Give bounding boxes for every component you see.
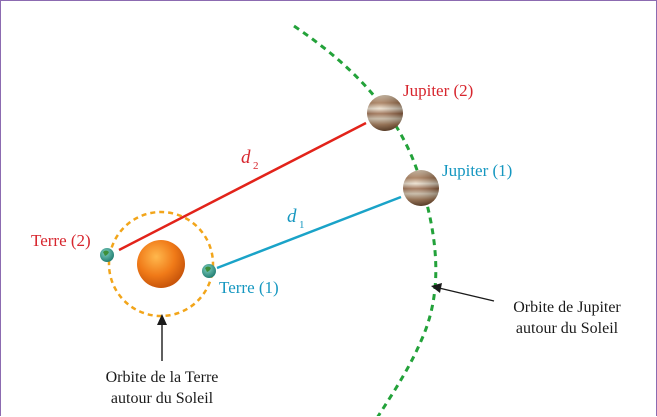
jupiter-2-label: Jupiter (2) (403, 81, 473, 100)
jupiter-orbit-arrow (431, 283, 495, 302)
terre-1-label: Terre (1) (219, 278, 279, 297)
d1-label: d 1 (287, 206, 305, 231)
d1-label-main: d (287, 206, 297, 227)
distance-d1-line (216, 195, 402, 270)
earth-orbit (107, 210, 215, 318)
jupiter-orbit-caption-line2: autour du Soleil (516, 320, 619, 337)
d2-label-sub: 2 (253, 160, 259, 172)
d1-label-sub: 1 (299, 219, 305, 231)
sun (137, 240, 185, 288)
d2-label-main: d (241, 147, 251, 168)
earth-orbit-caption-line2: autour du Soleil (111, 390, 214, 407)
jupiter-position-1 (403, 170, 439, 206)
jupiter-1-label: Jupiter (1) (442, 161, 512, 180)
earth-position-1 (202, 264, 216, 278)
terre-2-label: Terre (2) (31, 231, 91, 250)
d2-label: d 2 (241, 147, 259, 172)
jupiter-position-2 (367, 95, 403, 131)
earth-position-2 (100, 248, 114, 262)
earth-orbit-caption-line1: Orbite de la Terre (106, 369, 219, 386)
jupiter-orbit (293, 24, 438, 416)
distance-d2-line (118, 121, 367, 252)
jupiter-orbit-caption-line1: Orbite de Jupiter (513, 299, 621, 316)
earth-orbit-arrow (157, 314, 167, 361)
